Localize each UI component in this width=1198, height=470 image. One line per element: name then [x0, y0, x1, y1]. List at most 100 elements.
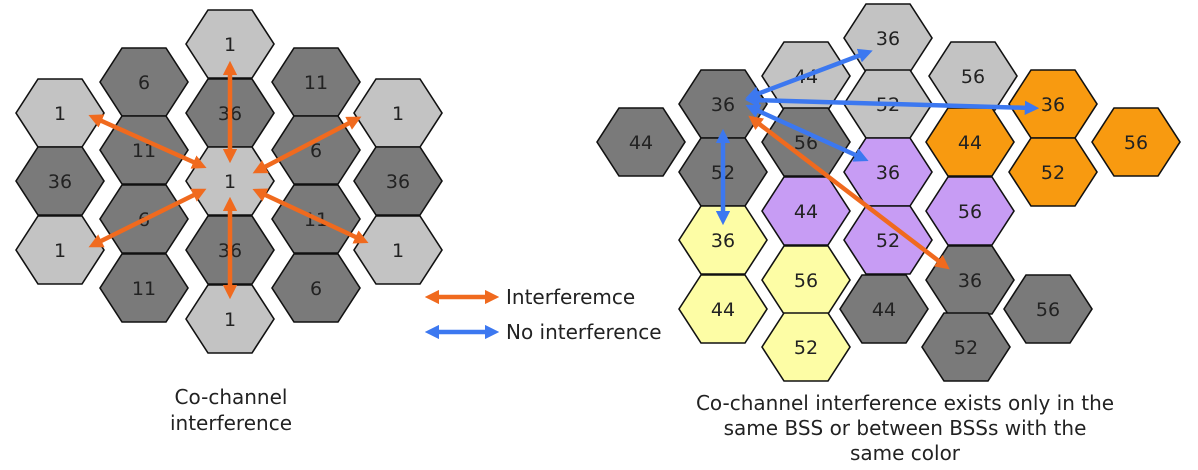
hex-channel-label: 11: [304, 72, 328, 94]
hex-cell: 52: [1008, 137, 1098, 207]
legend: Interferemce No interference: [424, 285, 662, 344]
hex-cell: 11: [99, 253, 189, 323]
hex-cell: 36: [843, 3, 933, 73]
no-interference-arrow: [745, 48, 873, 101]
hex-channel-label: 1: [54, 240, 66, 262]
hex-cell: 44: [678, 274, 768, 344]
hex-shape: [678, 274, 768, 344]
hex-channel-label: 36: [876, 162, 900, 184]
hex-cell: 44: [761, 176, 851, 246]
hex-cell: 56: [925, 176, 1015, 246]
hex-cell: 44: [925, 107, 1015, 177]
hex-cell: 36: [1008, 69, 1098, 139]
hex-cell: 36: [925, 245, 1015, 315]
hex-channel-label: 56: [1036, 299, 1060, 321]
hex-shape: [185, 146, 275, 216]
left-caption-line: interference: [170, 411, 292, 435]
hex-shape: [1003, 274, 1093, 344]
right-caption-line: same color: [850, 441, 961, 465]
hex-shape: [185, 284, 275, 354]
hex-cell: 56: [1091, 107, 1181, 177]
hex-cell: 44: [596, 107, 686, 177]
hex-shape: [839, 274, 929, 344]
hex-channel-label: 1: [224, 171, 236, 193]
hex-shape: [15, 215, 105, 285]
hex-cell: 52: [761, 312, 851, 382]
hex-shape: [271, 253, 361, 323]
hex-cell: 6: [99, 47, 189, 117]
right-caption: Co-channel interference exists only in t…: [696, 391, 1114, 465]
hex-channel-label: 1: [224, 309, 236, 331]
hex-channel-label: 1: [224, 34, 236, 56]
hex-channel-label: 36: [711, 230, 735, 252]
interference-arrow: [88, 114, 207, 169]
hex-cell: 36: [15, 146, 105, 216]
hex-channel-label: 52: [794, 337, 818, 359]
hex-cell: 1: [185, 9, 275, 79]
hex-cell: 36: [678, 69, 768, 139]
hex-cell: 36: [353, 146, 443, 216]
hex-channel-label: 56: [1124, 132, 1148, 154]
hex-channel-label: 36: [48, 171, 72, 193]
hex-cell: 11: [271, 47, 361, 117]
hex-channel-label: 36: [386, 171, 410, 193]
hex-channel-label: 36: [1041, 94, 1065, 116]
hex-shape: [761, 312, 851, 382]
hex-channel-label: 44: [629, 132, 653, 154]
hex-cell: 36: [678, 205, 768, 275]
hex-shape: [15, 146, 105, 216]
hex-channel-label: 6: [310, 278, 322, 300]
left-caption: Co-channel interference: [170, 385, 292, 435]
hex-cell: 52: [843, 205, 933, 275]
hex-channel-label: 1: [54, 103, 66, 125]
hex-shape: [596, 107, 686, 177]
hex-cell: 1: [15, 215, 105, 285]
hex-cell: 36: [843, 137, 933, 207]
hex-channel-label: 52: [876, 230, 900, 252]
hex-channel-label: 52: [954, 337, 978, 359]
hex-channel-label: 36: [876, 28, 900, 50]
hex-channel-label: 52: [1041, 162, 1065, 184]
legend-no-interference-label: No interference: [506, 320, 662, 344]
legend-interference-label: Interferemce: [506, 285, 635, 309]
hex-channel-label: 56: [794, 270, 818, 292]
interference-arrow: [252, 116, 362, 174]
hex-cell: 56: [928, 41, 1018, 111]
hex-cell: 1: [185, 284, 275, 354]
interference-arrow: [748, 115, 950, 270]
hex-channel-label: 56: [958, 201, 982, 223]
interference-arrow: [88, 188, 207, 248]
right-hex-grid: 36 44 56 36 52 36 44 56 44 56 52 36 52 44 56 36 52 56 36 44…: [596, 3, 1181, 382]
hex-channel-label: 44: [872, 299, 896, 321]
hex-channel-label: 56: [961, 66, 985, 88]
hex-cell: 56: [761, 245, 851, 315]
hex-channel-label: 44: [711, 299, 735, 321]
hex-channel-label: 1: [392, 103, 404, 125]
hex-cell: 56: [1003, 274, 1093, 344]
hex-channel-label: 44: [794, 201, 818, 223]
hex-cell: 52: [921, 312, 1011, 382]
hex-shape: [1091, 107, 1181, 177]
right-caption-line: same BSS or between BSSs with the: [724, 416, 1087, 440]
hex-cell: 1: [353, 215, 443, 285]
hex-shape: [353, 215, 443, 285]
hex-channel-label: 44: [958, 132, 982, 154]
hex-channel-label: 36: [711, 94, 735, 116]
hex-cell: 1: [353, 78, 443, 148]
hex-cell: 1: [15, 78, 105, 148]
no-interference-arrow: [744, 93, 1040, 115]
hex-shape: [921, 312, 1011, 382]
hex-shape: [185, 9, 275, 79]
hex-shape: [353, 146, 443, 216]
right-caption-line: Co-channel interference exists only in t…: [696, 391, 1114, 415]
left-caption-line: Co-channel: [175, 385, 288, 409]
hex-cell: 44: [839, 274, 929, 344]
hex-cell: 1: [185, 146, 275, 216]
right-arrows: [715, 48, 1040, 270]
hex-shape: [1008, 137, 1098, 207]
hex-channel-label: 11: [132, 278, 156, 300]
interference-arrow: [252, 188, 369, 244]
hex-cell: 6: [271, 253, 361, 323]
